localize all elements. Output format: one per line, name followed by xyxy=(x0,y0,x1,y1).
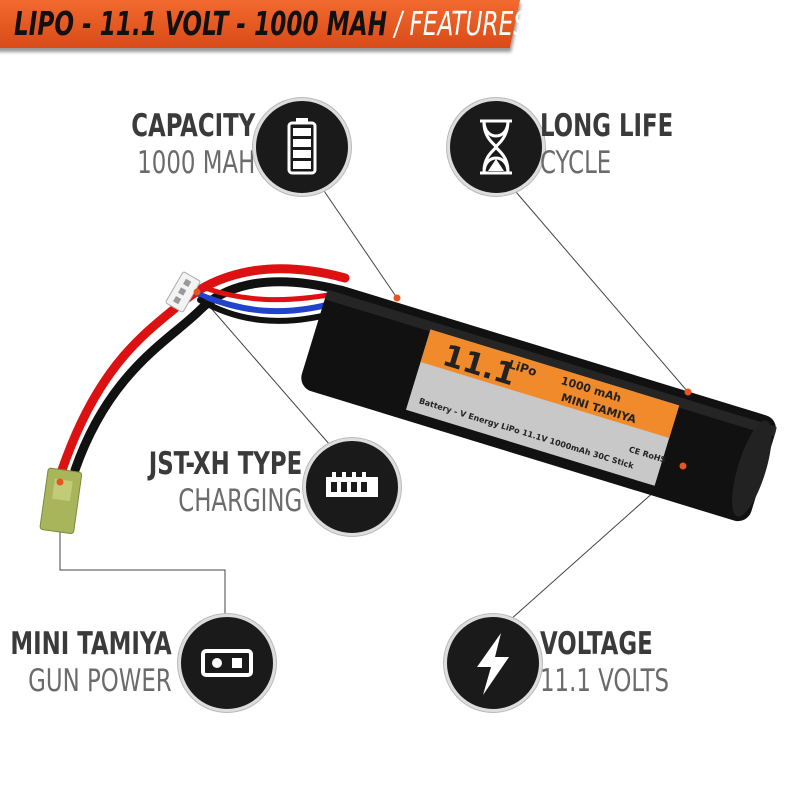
feature-subtitle: GUN POWER xyxy=(28,663,172,699)
feature-capacity: CAPACITY 1000 MAH xyxy=(104,108,255,182)
battery-icon xyxy=(253,98,351,196)
feature-title: JST-XH TYPE xyxy=(148,446,302,482)
feature-subtitle: CHARGING xyxy=(178,483,302,519)
hourglass-icon xyxy=(447,98,545,196)
feature-voltage: VOLTAGE 11.1 VOLTS xyxy=(540,626,697,700)
header-title: LIPO - 11.1 VOLT - 1000 MAH / FEATURES xyxy=(14,4,528,44)
feature-title: CAPACITY xyxy=(130,108,255,144)
header-title-main: LIPO - 11.1 VOLT - 1000 MAH xyxy=(14,4,387,43)
feature-subtitle: 1000 MAH xyxy=(136,145,255,181)
feature-title: VOLTAGE xyxy=(540,626,653,662)
header-subtitle: / FEATURES xyxy=(394,4,528,43)
lightning-icon xyxy=(444,614,542,712)
battery-wires xyxy=(57,264,350,475)
jst-connector-icon xyxy=(303,438,401,536)
battery-stick: 11.1 LiPo 1000 mAh MINI TAMIYA Battery -… xyxy=(301,285,778,522)
feature-jst-xh: JST-XH TYPE CHARGING xyxy=(115,446,302,520)
callout-dots xyxy=(56,288,692,486)
feature-subtitle: 11.1 VOLTS xyxy=(540,663,670,699)
feature-title: MINI TAMIYA xyxy=(10,626,172,662)
leader-line-capacity xyxy=(319,184,398,299)
mini-tamiya-plug xyxy=(39,467,83,535)
leader-line-long-life xyxy=(509,184,689,393)
tamiya-connector-icon xyxy=(178,614,276,712)
feature-long-life: LONG LIFE CYCLE xyxy=(540,108,703,182)
feature-subtitle: CYCLE xyxy=(540,145,612,181)
feature-title: LONG LIFE xyxy=(540,108,674,144)
leader-line-jst xyxy=(196,291,331,446)
feature-mini-tamiya: MINI TAMIYA GUN POWER xyxy=(0,626,172,700)
jst-xh-plug xyxy=(165,271,201,313)
